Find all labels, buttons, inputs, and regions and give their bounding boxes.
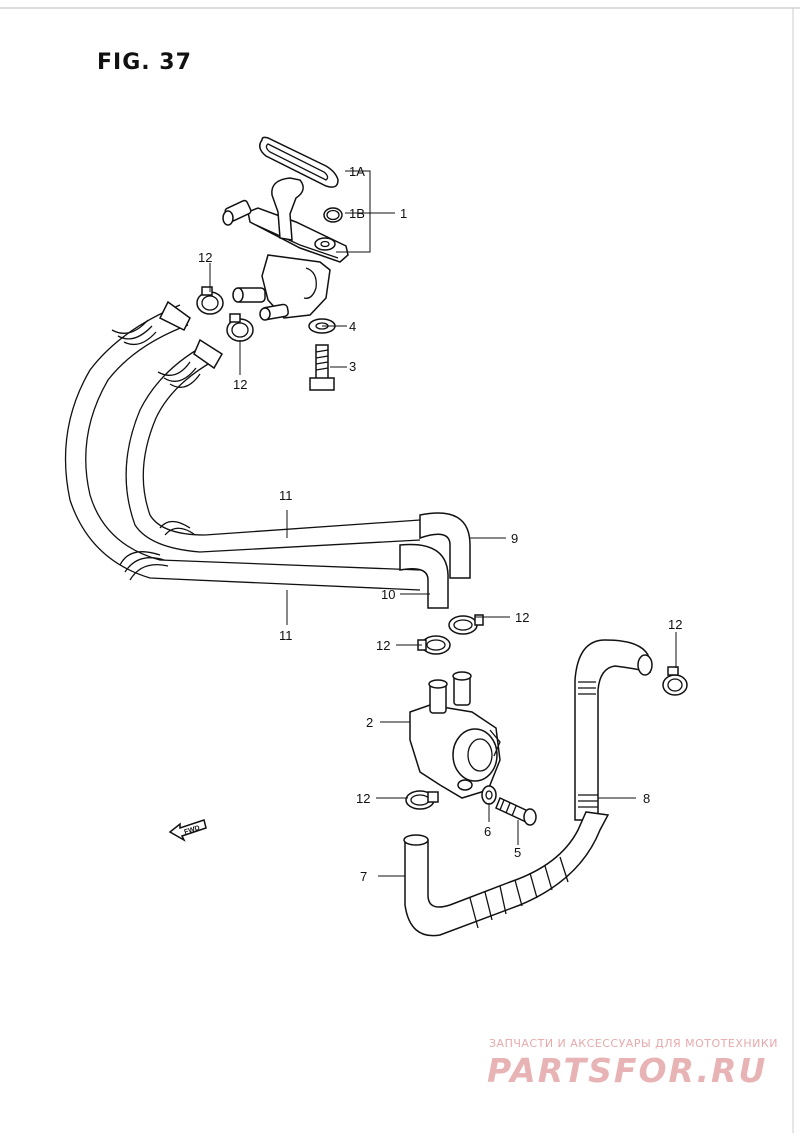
callout-7: 7 [360, 869, 367, 884]
hose-elbow-10 [399, 543, 449, 609]
callout-11-upper: 11 [279, 488, 293, 503]
callout-1b: 1B [349, 206, 365, 221]
fuel-hose-11-inner [125, 338, 421, 553]
callout-10: 10 [381, 587, 395, 602]
clamp-12-right [662, 666, 688, 696]
clamp-12-low [405, 790, 439, 810]
leader-lines [209, 263, 677, 877]
callout-4: 4 [349, 319, 356, 334]
callout-9: 9 [511, 531, 518, 546]
fwd-label: FWD [183, 825, 200, 837]
clamp-12-mid-a [417, 635, 451, 655]
callout-1a: 1A [349, 164, 365, 179]
screw-5 [495, 796, 537, 826]
clamp-12-mid-b [448, 614, 484, 635]
callout-12-top-b: 12 [233, 377, 247, 392]
figure-title: FIG. 37 [97, 50, 192, 75]
callout-1: 1 [400, 206, 407, 221]
fuel-valve-2 [409, 671, 501, 799]
callout-12-mid-b: 12 [515, 610, 529, 625]
fwd-arrow-icon [168, 819, 207, 842]
gasket-1a [259, 136, 339, 188]
washer-6 [481, 785, 497, 805]
callout-12-low: 12 [356, 791, 370, 806]
callout-5: 5 [514, 845, 521, 860]
callout-11-lower: 11 [279, 628, 293, 643]
callout-8: 8 [643, 791, 650, 806]
fuel-hose-11-outer [64, 300, 421, 591]
watermark-logo: PARTSFOR.RU [487, 1051, 768, 1090]
hose-elbow-9 [419, 512, 471, 579]
clamp-12-top-a [196, 286, 224, 315]
o-ring-1b [323, 207, 343, 223]
fuel-hose-7 [403, 811, 610, 937]
clamp-12-top-b [226, 313, 254, 342]
callout-3: 3 [349, 359, 356, 374]
watermark-tagline: ЗАПЧАСТИ И АКСЕССУАРЫ ДЛЯ МОТОТЕХНИКИ [489, 1037, 778, 1050]
callout-6: 6 [484, 824, 491, 839]
callout-2: 2 [366, 715, 373, 730]
fuel-hose-8 [574, 639, 653, 821]
bolt-3 [309, 344, 335, 391]
fuel-cock-assembly-1 [222, 177, 349, 321]
callout-12-mid-a: 12 [376, 638, 390, 653]
callout-12-top-a: 12 [198, 250, 212, 265]
callout-12-right: 12 [668, 617, 682, 632]
